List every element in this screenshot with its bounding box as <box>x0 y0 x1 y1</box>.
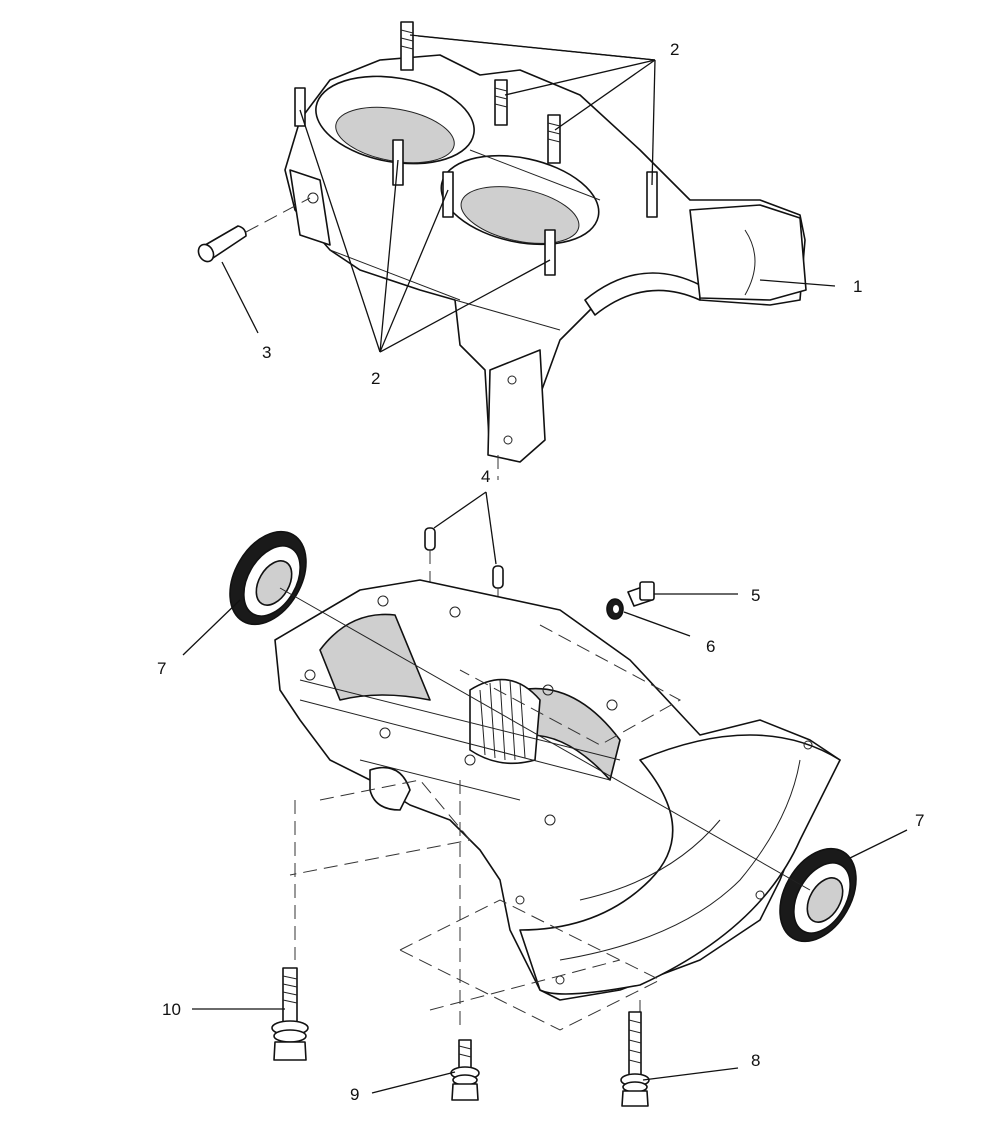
callout-7-left: 7 <box>157 659 166 678</box>
callout-2-top: 2 <box>670 40 679 59</box>
callout-7-right: 7 <box>915 811 924 830</box>
bolt-part-9 <box>371 1039 480 1101</box>
callout-9: 9 <box>350 1085 359 1104</box>
callout-3: 3 <box>262 343 271 362</box>
callout-5: 5 <box>751 586 760 605</box>
crank-axis <box>279 587 811 891</box>
plug-part-3 <box>197 197 311 263</box>
lower-crankcase <box>274 579 841 1001</box>
bolt-part-10 <box>192 967 309 1061</box>
callout-8: 8 <box>751 1051 760 1070</box>
callout-4: 4 <box>481 467 490 486</box>
leader-7-left <box>182 599 241 656</box>
dowel-pins <box>424 455 504 625</box>
bolt-part-5 <box>627 581 738 607</box>
callout-10: 10 <box>162 1000 181 1019</box>
seal-right <box>779 847 857 943</box>
bolt-part-8 <box>620 1011 739 1107</box>
callout-2-bottom: 2 <box>371 369 380 388</box>
seal-left <box>229 530 307 626</box>
leader-7-right <box>849 829 908 859</box>
callout-6: 6 <box>706 637 715 656</box>
upper-leaders <box>221 34 836 353</box>
washer-part-6 <box>606 598 691 637</box>
callout-1: 1 <box>853 277 862 296</box>
